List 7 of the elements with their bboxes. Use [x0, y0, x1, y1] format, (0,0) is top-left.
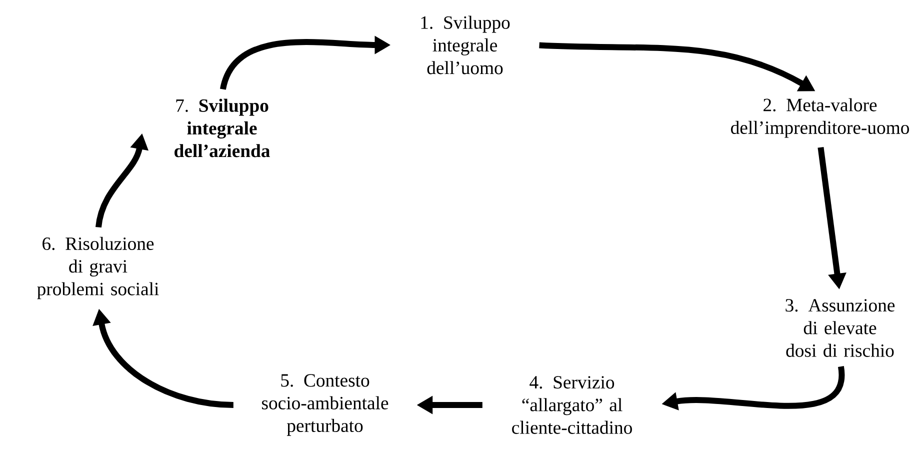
step-label: 7. Sviluppo integrale dell’azienda	[174, 98, 270, 158]
step-label: 4. Servizio “allargato” al cliente-cittadino	[512, 376, 632, 434]
step-label: 6. Risoluzione di gravi problemi sociali	[37, 236, 159, 300]
step-label: 5. Contesto socio-ambientale perturbato	[262, 374, 388, 436]
step-label: 3. Assunzione di elevate dosi di rischio	[786, 299, 895, 357]
step-label: 1. Sviluppo integrale dell’uomo	[421, 16, 510, 74]
step-label: 2. Meta-valore dell’imprenditore-uomo	[731, 98, 909, 138]
